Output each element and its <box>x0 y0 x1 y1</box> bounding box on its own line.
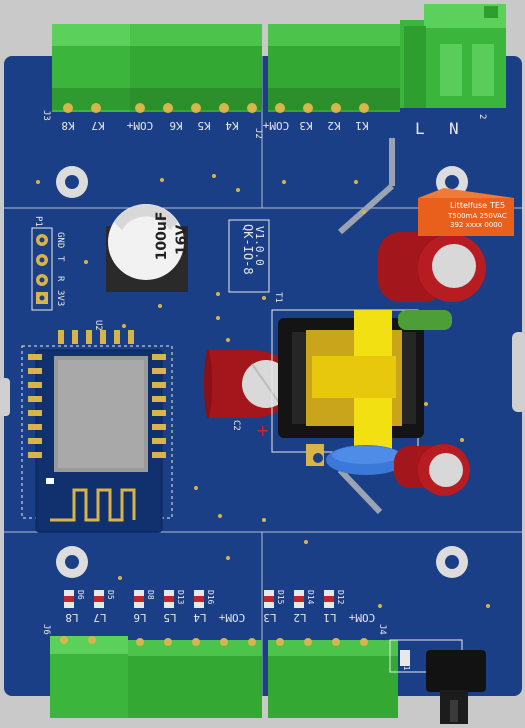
blue-disc-capacitor <box>326 445 406 475</box>
bottom-connector-pins <box>60 636 368 646</box>
terminal-block-bottom-mid[interactable] <box>128 640 262 718</box>
hv-slot <box>337 138 395 515</box>
mounting-hole-tl <box>56 166 88 198</box>
fuse-brand: Littelfuse <box>450 201 487 210</box>
top-connector-label-row: K8 K7 COM+ K6 K5 K4 COM+ K3 K2 K1 <box>61 119 368 132</box>
ref-d2: 2 <box>477 114 487 119</box>
terminal-block-j6[interactable] <box>50 636 128 718</box>
fuse-code: 392 xxxx 0000 <box>450 221 502 229</box>
led-label-d13: D13 <box>176 590 185 605</box>
led-row: D6 D5 D8 D13 D16 D15 D14 D12 <box>64 590 345 608</box>
ref-u2: U2 <box>93 320 103 331</box>
top-label-k7: K7 <box>91 119 104 132</box>
pcb-antenna <box>50 488 136 522</box>
header-p1[interactable]: P1 GND T R 3V3 <box>31 216 65 311</box>
top-label-k1: K1 <box>355 119 368 132</box>
terminal-block-j2[interactable] <box>130 24 262 112</box>
power-label-live: L <box>415 119 425 138</box>
top-label-k8: K8 <box>61 119 74 132</box>
capacitor-hv-bottom <box>394 444 470 496</box>
led-label-d6: D6 <box>76 590 85 600</box>
bottom-label-com1: COM+ <box>218 611 245 624</box>
c1-voltage: 16V <box>174 225 190 255</box>
green-component <box>398 310 452 330</box>
terminal-block-j5[interactable] <box>268 24 400 112</box>
ref-d11: D11 <box>402 656 411 671</box>
p1-pin-3v3: 3V3 <box>55 290 65 306</box>
top-label-k3: K3 <box>299 119 312 132</box>
capacitor-hv-top <box>378 232 486 302</box>
top-label-k2: K2 <box>327 119 340 132</box>
power-label-neutral: N <box>449 119 459 138</box>
led-label-d15: D15 <box>276 590 285 605</box>
bottom-label-l1: L1 <box>323 611 336 624</box>
mounting-hole-br <box>436 546 468 578</box>
vias <box>36 174 490 608</box>
ref-j2: J2 <box>253 128 263 139</box>
board-version: V1.0.0 <box>253 226 266 266</box>
ref-j6: J6 <box>41 624 51 635</box>
led-label-d12: D12 <box>336 590 345 605</box>
ref-p1: P1 <box>33 216 43 227</box>
top-label-com2: COM+ <box>262 119 289 132</box>
ref-j4: J4 <box>377 624 387 635</box>
led-label-d8: D8 <box>146 590 155 600</box>
ref-j3: J3 <box>41 110 51 121</box>
top-label-k6: K6 <box>169 119 182 132</box>
p1-pin-r: R <box>55 276 65 282</box>
led-label-d14: D14 <box>306 590 315 605</box>
bottom-label-l7: L7 <box>93 611 106 624</box>
bottom-label-l2: L2 <box>293 611 306 624</box>
p1-pin-t: T <box>55 256 65 262</box>
bottom-label-l4: L4 <box>193 611 207 624</box>
terminal-block-j3[interactable] <box>52 24 130 112</box>
fuse: Littelfuse TE5 T500mA 250VAC 392 xxxx 00… <box>418 188 514 236</box>
fuse-series: TE5 <box>489 201 505 210</box>
c2-polarity: + <box>256 421 269 440</box>
terminal-block-power[interactable] <box>400 4 506 108</box>
transformer-t1: T1 <box>271 292 424 466</box>
board-title-box: QK-IO-8 V1.0.0 <box>228 219 270 293</box>
led-label-d5: D5 <box>106 590 115 600</box>
p1-pin-gnd: GND <box>55 232 65 248</box>
voltage-regulator <box>426 650 486 724</box>
c1-value: 100uF <box>154 212 170 261</box>
top-label-com1: COM+ <box>126 119 153 132</box>
ref-c2: C2 <box>231 420 241 431</box>
bottom-label-l8: L8 <box>65 611 78 624</box>
capacitor-c1: 100uF 16V <box>106 204 190 292</box>
fuse-rating: T500mA 250VAC <box>447 212 507 220</box>
ref-t1: T1 <box>273 292 283 303</box>
left-notch <box>0 378 10 416</box>
top-label-k4: K4 <box>225 119 239 132</box>
bottom-connector-label-row: L8 L7 L6 L5 L4 COM+ L3 L2 L1 COM+ <box>65 611 375 624</box>
top-connector-pins <box>63 103 369 113</box>
bottom-label-com2: COM+ <box>348 611 375 624</box>
mounting-hole-bl <box>56 546 88 578</box>
led-label-d16: D16 <box>206 590 215 605</box>
bottom-label-l6: L6 <box>133 611 146 624</box>
bottom-label-l5: L5 <box>163 611 176 624</box>
terminal-block-j4[interactable] <box>268 640 398 718</box>
wifi-module-u2: U2 <box>21 320 173 533</box>
top-label-k5: K5 <box>197 119 210 132</box>
bottom-label-l3: L3 <box>263 611 276 624</box>
board-title: QK-IO-8 <box>241 224 255 275</box>
u2-pads <box>28 330 166 458</box>
right-notch <box>512 332 525 412</box>
